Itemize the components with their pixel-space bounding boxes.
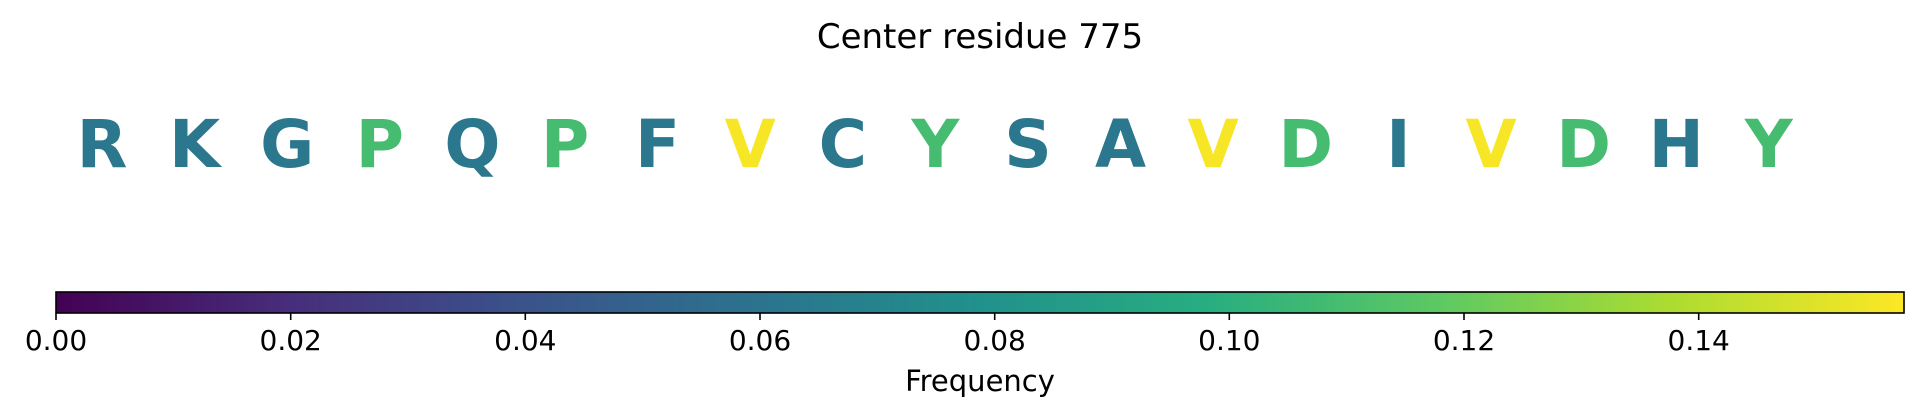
residue-letter: Q <box>444 106 500 183</box>
residue-letter: S <box>1004 106 1052 183</box>
colorbar-tick-label: 0.14 <box>1668 324 1730 357</box>
residue-letter: D <box>1278 106 1333 183</box>
colorbar-tick-label: 0.10 <box>1198 324 1260 357</box>
residue-letter: P <box>356 106 404 183</box>
colorbar-tick-label: 0.02 <box>260 324 322 357</box>
colorbar: 0.00 0.02 0.04 0.06 0.08 0.10 0.12 0.14 <box>25 291 1905 357</box>
colorbar-axis-label: Frequency <box>905 364 1055 398</box>
residue-letter: V <box>725 106 776 183</box>
residue-letter: I <box>1386 106 1411 183</box>
residue-letter: G <box>260 106 314 183</box>
colorbar-frame <box>55 291 1905 314</box>
colorbar-ticks: 0.00 0.02 0.04 0.06 0.08 0.10 0.12 0.14 <box>25 313 1730 357</box>
colorbar-tick-label: 0.04 <box>494 324 556 357</box>
residue-letter: P <box>541 106 589 183</box>
chart-title: Center residue 775 <box>817 17 1143 57</box>
colorbar-tick-label: 0.00 <box>25 324 87 357</box>
residue-letter: V <box>1465 106 1516 183</box>
colorbar-gradient <box>56 292 1904 313</box>
residue-letter: H <box>1649 106 1704 183</box>
residue-letter: Y <box>1744 106 1794 183</box>
residue-letter: A <box>1095 106 1146 183</box>
colorbar-tick-label: 0.08 <box>964 324 1026 357</box>
residue-letter: K <box>169 106 223 183</box>
colorbar-tick-label: 0.06 <box>729 324 791 357</box>
residue-letter: R <box>77 106 128 183</box>
residue-letter: Y <box>911 106 961 183</box>
colorbar-tick-label: 0.12 <box>1433 324 1495 357</box>
residue-letter: D <box>1556 106 1611 183</box>
residue-letter: C <box>819 106 867 183</box>
residue-letter: V <box>1188 106 1239 183</box>
residue-letter: F <box>635 106 680 183</box>
